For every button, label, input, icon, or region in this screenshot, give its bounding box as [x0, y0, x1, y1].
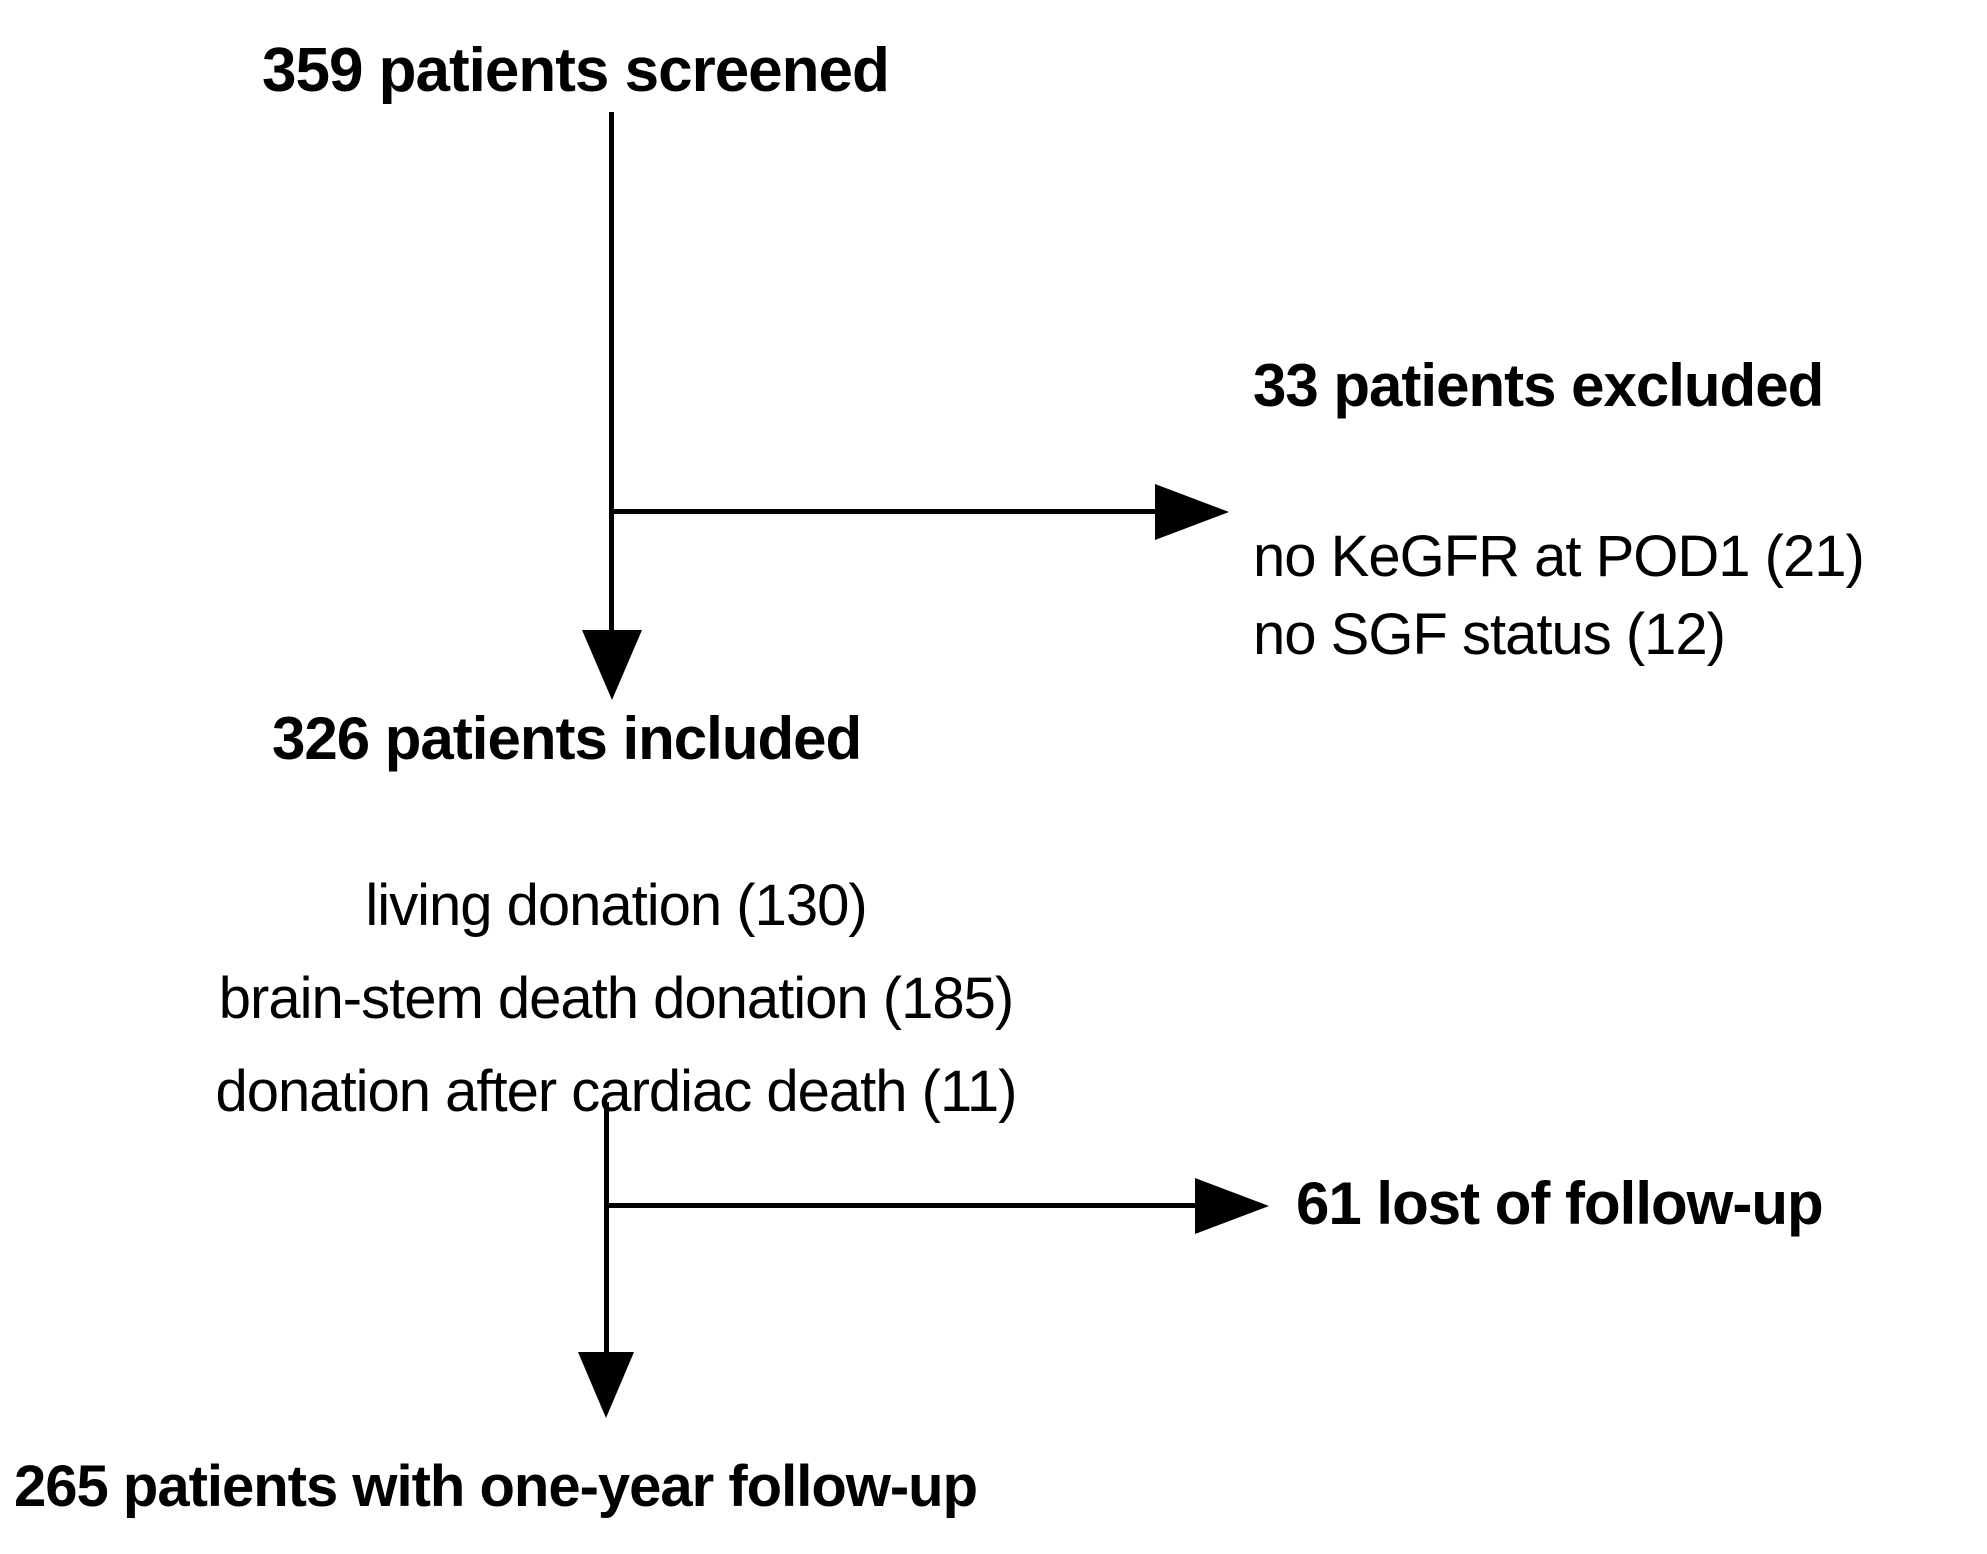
arrow-right-icon-lost [1195, 1178, 1269, 1234]
breakdown-line-cardiac: donation after cardiac death (11) [215, 1059, 1017, 1124]
donation-breakdown: living donation (130) brain-stem death d… [0, 859, 1232, 1138]
excluded-title: 33 patients excluded [1253, 352, 1824, 419]
included-node-label: 326 patients included [272, 705, 862, 772]
arrow-down-icon-included [582, 630, 642, 700]
lost-followup-label: 61 lost of follow-up [1296, 1170, 1824, 1237]
exclusion-reason-kegfr: no KeGFR at POD1 (21) [1253, 524, 1865, 589]
flow-line-exclusion-branch [612, 509, 1157, 514]
breakdown-line-brainstem: brain-stem death donation (185) [218, 966, 1014, 1031]
screened-node-label: 359 patients screened [262, 36, 890, 105]
flow-line-lost-branch [607, 1203, 1197, 1208]
flow-line-included-to-followup [604, 1102, 609, 1352]
breakdown-line-living: living donation (130) [365, 873, 867, 938]
arrow-down-icon-followup [578, 1352, 634, 1418]
arrow-right-icon-exclusion [1155, 484, 1229, 540]
exclusion-reason-sgf: no SGF status (12) [1253, 602, 1726, 667]
flow-line-screened-to-included [609, 112, 614, 630]
one-year-followup-node-label: 265 patients with one-year follow-up [14, 1454, 978, 1519]
